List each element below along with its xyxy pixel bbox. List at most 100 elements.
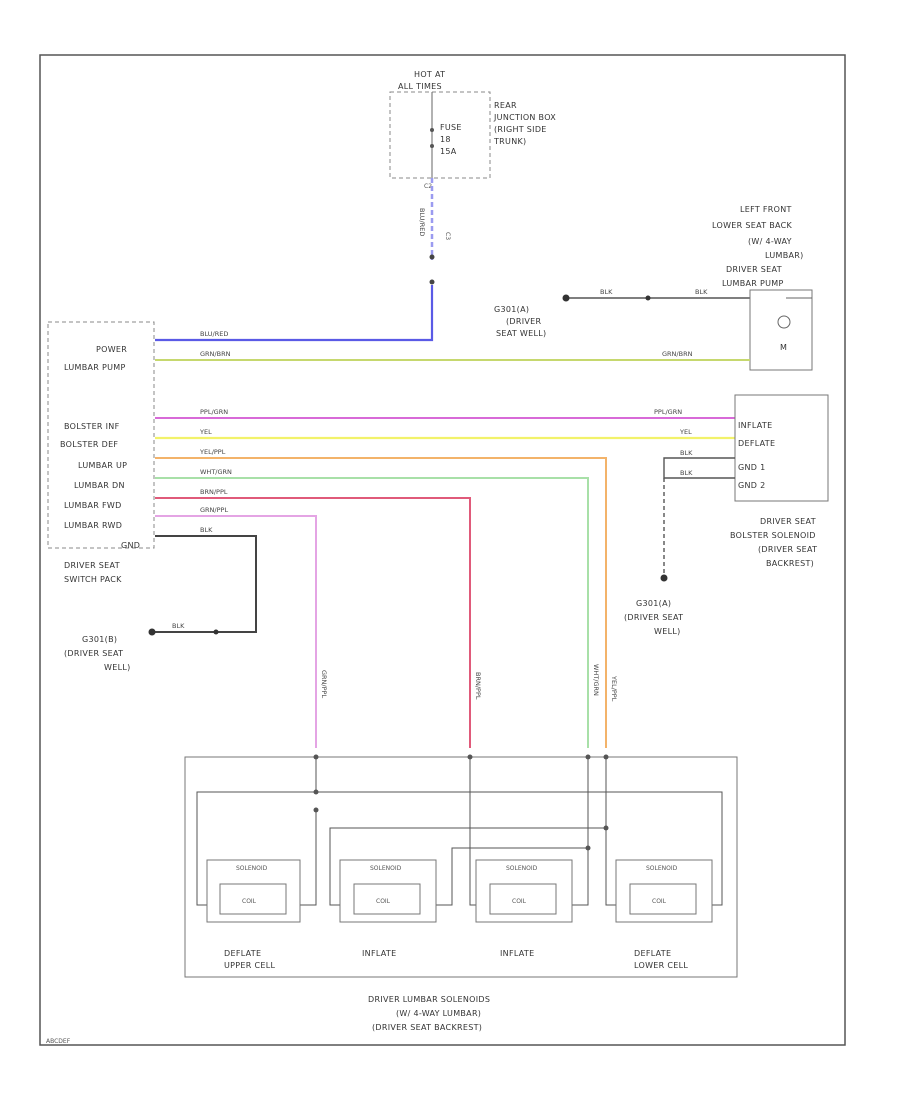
junction-box-label-1: REAR [494, 101, 517, 110]
wht-grn-label-vertical: WHT/GRN [592, 664, 600, 696]
fuse-rating: 15A [440, 147, 457, 156]
ppl-grn-label-right: PPL/GRN [654, 408, 682, 416]
pump-label-4: LUMBAR) [765, 251, 804, 260]
diagram-frame [39, 54, 846, 1046]
bolster-pin-deflate: DEFLATE [738, 439, 775, 448]
wire-grn-ppl: GRN/PPL GRN/PPL [155, 506, 328, 748]
fuse-number: 18 [440, 135, 451, 144]
wire-yel: YEL YEL [155, 428, 735, 440]
g-top-label-3: SEAT WELL) [496, 329, 546, 338]
yel-label-right: YEL [679, 428, 692, 436]
cell1-solenoid-label: SOLENOID [236, 865, 268, 872]
wire-blu-red: BLU/RED BLU/RED [155, 178, 435, 342]
bolster-caption-4: BACKREST) [766, 559, 814, 568]
switch-gnd-wire-2: BLK [172, 622, 185, 630]
wht-grn-label: WHT/GRN [200, 468, 232, 476]
pump-label-3: (W/ 4-WAY [748, 237, 792, 246]
switch-pack-caption-1: DRIVER SEAT [64, 561, 120, 570]
bolster-gnd-wire-2: BLK [680, 469, 693, 477]
wire-wht-grn: WHT/GRN WHT/GRN [155, 468, 600, 748]
lumbar-solenoids: SOLENOID COIL SOLENOID COIL SOLENOID COI… [184, 754, 738, 978]
pump-ground-wire-2: BLK [695, 288, 708, 296]
cell2-coil-label: COIL [376, 898, 391, 905]
switch-pin-lumbar-fwd: LUMBAR FWD [64, 501, 122, 510]
yel-label-left: YEL [199, 428, 212, 436]
g-mid-label-2: (DRIVER SEAT [624, 613, 683, 622]
junction-box-label-3: (RIGHT SIDE [494, 125, 547, 134]
g-mid-label-3: WELL) [654, 627, 681, 636]
pump-label-2: LOWER SEAT BACK [712, 221, 793, 230]
bolster-pin-gnd1: GND 1 [738, 463, 765, 472]
junction-box-label-4: TRUNK) [493, 137, 526, 146]
bolster-ground: BLK BLK G301(A) (DRIVER SEAT WELL) [624, 449, 735, 636]
diagram-footer-code: ABCDEF [46, 1038, 71, 1045]
cell4-coil-label: COIL [652, 898, 667, 905]
yel-ppl-label-vertical: YEL/PPL [610, 675, 618, 702]
g-left-label-2: (DRIVER SEAT [64, 649, 123, 658]
junction-box-label-2: JUNCTION BOX [493, 113, 556, 122]
bolster-solenoid: INFLATE DEFLATE GND 1 GND 2 DRIVER SEAT … [730, 394, 829, 568]
g-mid-label-1: G301(A) [636, 599, 671, 608]
switch-pin-lumbar-dn: LUMBAR DN [74, 481, 125, 490]
lumbar-caption-1: DRIVER LUMBAR SOLENOIDS [368, 995, 490, 1004]
bolster-caption-3: (DRIVER SEAT [758, 545, 817, 554]
g-top-label-2: (DRIVER [506, 317, 542, 326]
cell2-label: INFLATE [362, 949, 396, 958]
g-left-label-1: G301(B) [82, 635, 117, 644]
switch-pin-lumbar-pump: LUMBAR PUMP [64, 363, 126, 372]
cell1-coil-label: COIL [242, 898, 257, 905]
fuse-block: HOT AT ALL TIMES FUSE 18 15A REAR JUNCTI… [389, 70, 556, 240]
grn-brn-label-left: GRN/BRN [200, 350, 231, 358]
wire-grn-brn: GRN/BRN GRN/BRN [155, 350, 750, 361]
hot-at-label: HOT AT [414, 70, 445, 79]
wire-yel-ppl: YEL/PPL YEL/PPL [155, 448, 618, 748]
wire-brn-ppl: BRN/PPL BRN/PPL [155, 488, 482, 748]
g-top-label-1: G301(A) [494, 305, 529, 314]
grn-ppl-label-vertical: GRN/PPL [320, 670, 328, 698]
lumbar-caption: DRIVER LUMBAR SOLENOIDS (W/ 4-WAY LUMBAR… [368, 995, 490, 1032]
cell3-coil-label: COIL [512, 898, 527, 905]
cell4-solenoid-label: SOLENOID [646, 865, 678, 872]
ppl-grn-label-left: PPL/GRN [200, 408, 228, 416]
grn-ppl-label: GRN/PPL [200, 506, 228, 514]
blu-red-label: BLU/RED [200, 330, 228, 338]
switch-pin-power: POWER [96, 345, 127, 354]
switch-gnd-wire: BLK [200, 526, 213, 534]
all-times-label: ALL TIMES [398, 82, 442, 91]
brn-ppl-label: BRN/PPL [200, 488, 228, 496]
pump-label-6: LUMBAR PUMP [722, 279, 784, 288]
g-left-label-3: WELL) [104, 663, 131, 672]
bolster-caption-2: BOLSTER SOLENOID [730, 531, 816, 540]
switch-pack-caption-2: SWITCH PACK [64, 575, 122, 584]
bolster-pin-inflate: INFLATE [738, 421, 772, 430]
switch-pin-lumbar-rwd: LUMBAR RWD [64, 521, 122, 530]
fuse-pin-label: C2 [424, 183, 432, 190]
wire-ppl-grn: PPL/GRN PPL/GRN [155, 408, 735, 419]
pump-ground-wire: BLK [600, 288, 613, 296]
cell3-solenoid-label: SOLENOID [506, 865, 538, 872]
lumbar-caption-2: (W/ 4-WAY LUMBAR) [396, 1009, 481, 1018]
switch-pin-bolster-def: BOLSTER DEF [60, 440, 118, 449]
switch-pin-lumbar-up: LUMBAR UP [78, 461, 127, 470]
pump-ground: BLK BLK G301(A) (DRIVER SEAT WELL) [494, 288, 750, 338]
lumbar-caption-3: (DRIVER SEAT BACKREST) [372, 1023, 482, 1032]
switch-pin-gnd: GND [121, 541, 140, 550]
grn-brn-label-right: GRN/BRN [662, 350, 693, 358]
bolster-gnd-wire-1: BLK [680, 449, 693, 457]
bolster-caption-1: DRIVER SEAT [760, 517, 816, 526]
blu-red-label-vertical: BLU/RED [418, 208, 426, 236]
switch-ground: BLK BLK G301(B) (DRIVER SEAT WELL) [64, 526, 257, 672]
lumbar-pump: LEFT FRONT LOWER SEAT BACK (W/ 4-WAY LUM… [712, 205, 813, 371]
switch-pin-bolster-inf: BOLSTER INF [64, 422, 120, 431]
cell2-solenoid-label: SOLENOID [370, 865, 402, 872]
fuse-label: FUSE [440, 123, 462, 132]
pump-label-1: LEFT FRONT [740, 205, 792, 214]
switch-pack: POWER LUMBAR PUMP BOLSTER INF BOLSTER DE… [47, 321, 155, 584]
fuse-connector-label: C3 [444, 232, 451, 240]
pump-motor-label: M [780, 343, 787, 352]
brn-ppl-label-vertical: BRN/PPL [474, 672, 482, 700]
pump-label-5: DRIVER SEAT [726, 265, 782, 274]
